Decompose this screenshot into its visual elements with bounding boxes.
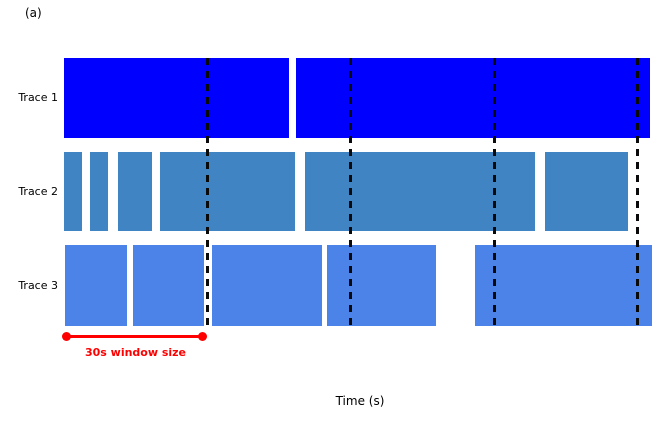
arrow-endpoint-dot-right	[198, 332, 207, 341]
window-boundary-line	[636, 58, 640, 326]
x-axis-label: Time (s)	[335, 394, 385, 408]
activity-bar	[212, 245, 323, 326]
activity-bar	[89, 152, 108, 231]
window-size-arrow	[62, 332, 207, 341]
activity-bar	[64, 58, 289, 138]
activity-bar	[159, 152, 295, 231]
window-boundary-line	[205, 58, 209, 326]
activity-bar	[64, 245, 128, 326]
row-label-trace-2: Trace 2	[18, 185, 58, 198]
activity-bar	[132, 245, 205, 326]
activity-bar	[305, 152, 536, 231]
activity-bar	[118, 152, 152, 231]
row-label-trace-1: Trace 1	[18, 91, 58, 104]
window-boundary-line	[349, 58, 353, 326]
activity-bar	[64, 152, 83, 231]
activity-bar	[545, 152, 629, 231]
activity-bar	[475, 245, 653, 326]
window-boundary-line	[492, 58, 496, 326]
row-label-trace-3: Trace 3	[18, 279, 58, 292]
activity-bar	[295, 58, 650, 138]
window-size-label: 30s window size	[84, 346, 187, 359]
arrow-endpoint-dot-left	[62, 332, 71, 341]
panel-label: (a)	[25, 6, 42, 20]
activity-bar	[327, 245, 437, 326]
